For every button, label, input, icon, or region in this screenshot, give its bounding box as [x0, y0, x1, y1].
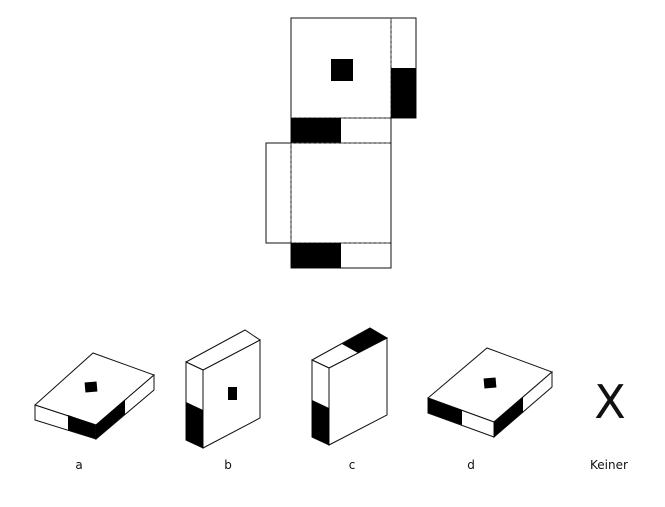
cube-net [265, 17, 417, 269]
option-b[interactable]: b [184, 329, 261, 472]
net-center-dot [331, 59, 353, 81]
net-right-strip-black [391, 68, 416, 118]
net-left-strip [265, 142, 292, 244]
option-keiner-label: Keiner [590, 458, 628, 472]
option-a-dot [84, 381, 98, 393]
option-a-label: a [75, 458, 82, 472]
net-bottom-strip-black [291, 243, 341, 268]
net-bottom-face [290, 142, 392, 244]
option-keiner[interactable]: X Keiner [590, 375, 628, 472]
net-middle-strip-black [291, 118, 341, 143]
option-c[interactable]: c [310, 327, 389, 472]
option-d[interactable]: d [427, 347, 553, 472]
none-x-symbol: X [594, 375, 626, 429]
option-c-label: c [349, 458, 356, 472]
option-b-label: b [224, 458, 232, 472]
option-a[interactable]: a [34, 352, 155, 472]
option-d-dot [483, 377, 497, 389]
option-b-dot [228, 387, 237, 400]
option-d-label: d [467, 458, 475, 472]
